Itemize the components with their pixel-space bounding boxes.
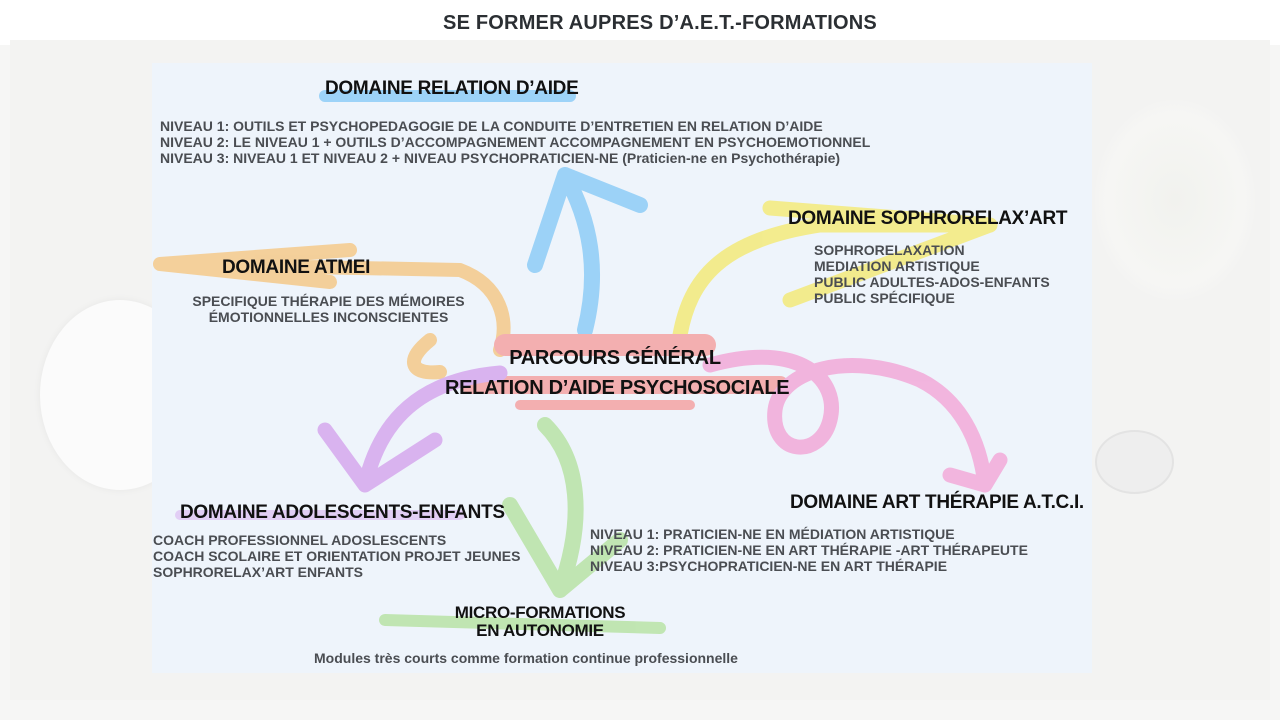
micro-formations-line2: EN AUTONOMIE <box>476 621 604 640</box>
list-item: NIVEAU 3: NIVEAU 1 ET NIVEAU 2 + NIVEAU … <box>160 150 841 166</box>
pink-arrow-icon <box>702 349 1008 493</box>
list-item: MEDIATION ARTISTIQUE <box>814 258 980 274</box>
domain-atmei-title: DOMAINE ATMEI <box>222 257 371 278</box>
center-line2: RELATION D’AIDE PSYCHOSOCIALE <box>445 377 790 399</box>
list-item: PUBLIC SPÉCIFIQUE <box>814 290 955 306</box>
list-item: COACH PROFESSIONNEL ADOSLESCENTS <box>153 532 447 548</box>
green-arrow-icon <box>502 417 628 598</box>
domain-relation-aide-title: DOMAINE RELATION D’AIDE <box>325 78 579 99</box>
domain-sophrorelaxart-list: SOPHRORELAXATION MEDIATION ARTISTIQUE PU… <box>814 242 1050 306</box>
domain-sophrorelaxart-title: DOMAINE SOPHRORELAX’ART <box>788 208 1068 229</box>
domain-atmei-list: SPECIFIQUE THÉRAPIE DES MÉMOIRES ÉMOTION… <box>186 293 471 325</box>
list-item: PUBLIC ADULTES-ADOS-ENFANTS <box>814 274 1050 290</box>
blue-arrow-icon <box>527 167 648 338</box>
background-glass <box>1095 430 1174 494</box>
list-item: SPECIFIQUE THÉRAPIE DES MÉMOIRES <box>192 293 465 309</box>
domain-relation-aide-list: NIVEAU 1: OUTILS ET PSYCHOPEDAGOGIE DE L… <box>160 118 870 166</box>
domain-adolescents-enfants-list: COACH PROFESSIONNEL ADOSLESCENTS COACH S… <box>153 532 520 580</box>
list-item: COACH SCOLAIRE ET ORIENTATION PROJET JEU… <box>153 548 521 564</box>
list-item: SOPHRORELAX’ART ENFANTS <box>153 564 364 580</box>
list-item: SOPHRORELAXATION <box>814 242 965 258</box>
center-line1: PARCOURS GÉNÉRAL <box>509 347 721 369</box>
yellow-arrow-icon <box>672 200 998 343</box>
list-item: NIVEAU 2: LE NIVEAU 1 + OUTILS D’ACCOMPA… <box>160 134 871 150</box>
background-top <box>0 0 1280 45</box>
domain-adolescents-enfants-title: DOMAINE ADOLESCENTS-ENFANTS <box>180 502 505 523</box>
center-node: PARCOURS GÉNÉRAL RELATION D’AIDE PSYCHOS… <box>445 343 790 403</box>
orange-arrow-icon <box>153 243 511 380</box>
diagram-panel <box>152 63 1092 673</box>
list-item: NIVEAU 3:PSYCHOPRATICIEN-NE EN ART THÉRA… <box>590 558 948 574</box>
list-item: NIVEAU 1: OUTILS ET PSYCHOPEDAGOGIE DE L… <box>160 118 823 134</box>
domain-art-therapie-title: DOMAINE ART THÉRAPIE A.T.C.I. <box>790 492 1084 513</box>
micro-formations-subtitle: Modules très courts comme formation cont… <box>314 650 738 666</box>
domain-art-therapie-list: NIVEAU 1: PRATICIEN-NE EN MÉDIATION ARTI… <box>590 526 1028 574</box>
page-title: SE FORMER AUPRES D’A.E.T.-FORMATIONS <box>443 12 877 34</box>
list-item: NIVEAU 2: PRATICIEN-NE EN ART THÉRAPIE -… <box>590 542 1028 558</box>
list-item: ÉMOTIONNELLES INCONSCIENTES <box>208 309 449 325</box>
list-item: NIVEAU 1: PRATICIEN-NE EN MÉDIATION ARTI… <box>590 526 955 542</box>
domain-micro-formations-title: MICRO-FORMATIONS EN AUTONOMIE <box>420 604 660 640</box>
background-plant <box>1095 100 1255 300</box>
purple-arrow-icon <box>317 365 508 493</box>
micro-formations-line1: MICRO-FORMATIONS <box>454 603 626 622</box>
